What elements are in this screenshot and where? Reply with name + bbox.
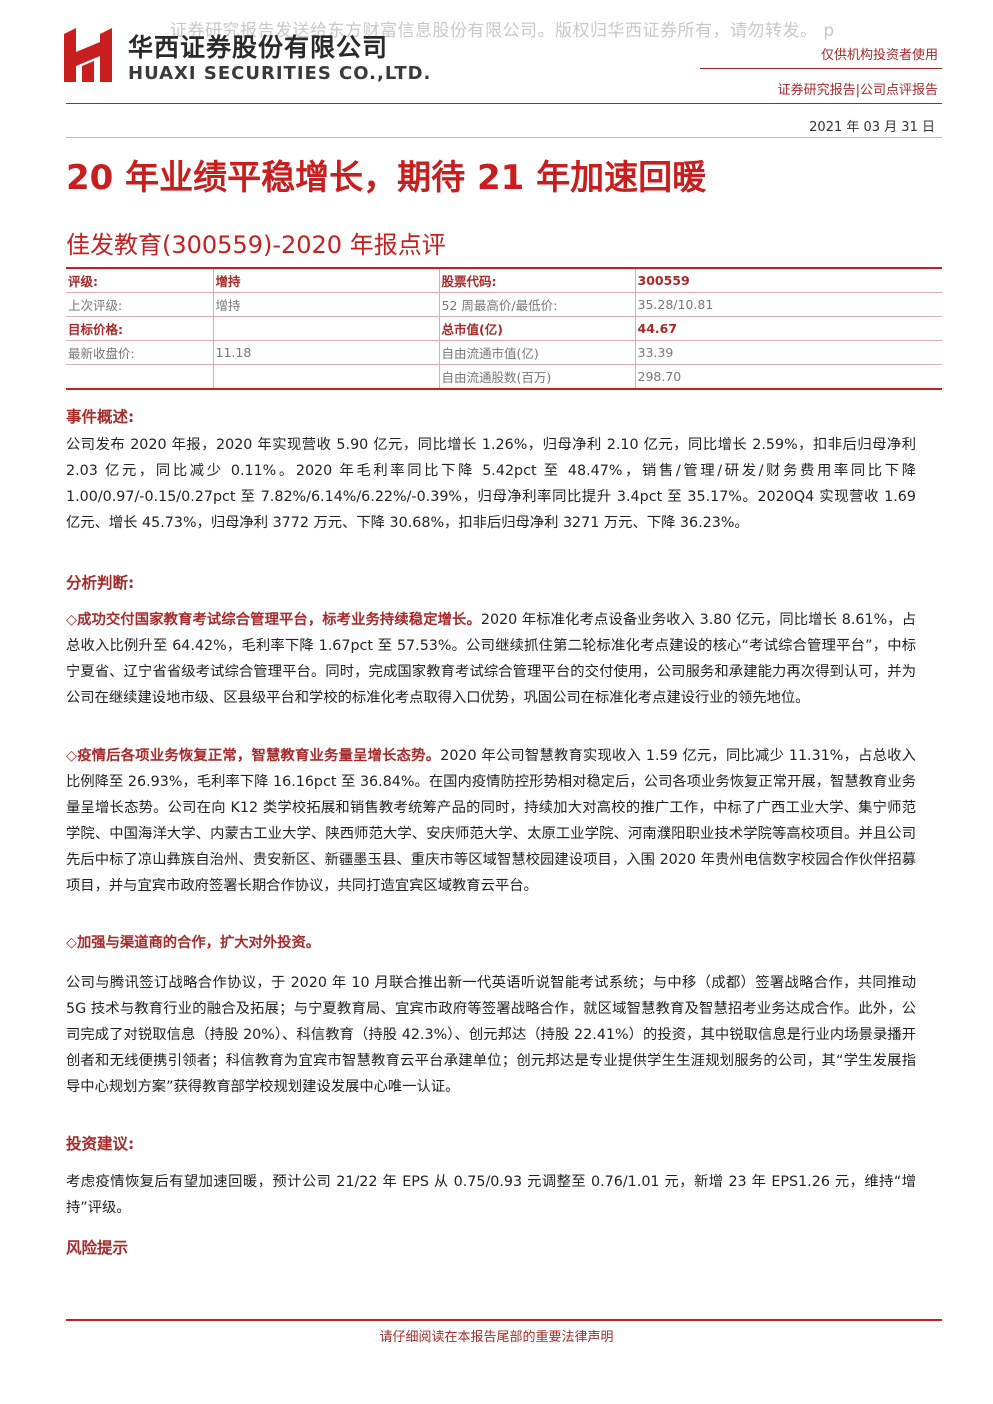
table-cell: 增持 bbox=[212, 292, 439, 317]
table-cell: 300559 bbox=[634, 267, 942, 293]
table-cell: 总市值(亿) bbox=[438, 316, 635, 341]
section-heading-event: 事件概述: bbox=[66, 408, 135, 426]
section-heading-invest: 投资建议: bbox=[66, 1135, 135, 1153]
header-divider bbox=[66, 103, 942, 104]
table-cell: 目标价格: bbox=[66, 316, 213, 341]
table-cell bbox=[212, 316, 439, 341]
table-cell bbox=[66, 364, 213, 390]
date-divider bbox=[66, 137, 942, 138]
table-cell bbox=[212, 364, 439, 390]
analysis-paragraph-1: ◇成功交付国家教育考试综合管理平台，标考业务持续稳定增长。2020 年标准化考点… bbox=[66, 607, 916, 711]
table-cell: 35.28/10.81 bbox=[634, 292, 942, 317]
paragraph-highlight: ◇成功交付国家教育考试综合管理平台，标考业务持续稳定增长。 bbox=[66, 612, 481, 628]
table-cell: 评级: bbox=[66, 267, 213, 293]
brand-name-cn: 华西证券股份有限公司 bbox=[128, 33, 389, 62]
paragraph-highlight: ◇疫情后各项业务恢复正常，智慧教育业务量呈增长态势。 bbox=[66, 748, 441, 764]
page-title: 20 年业绩平稳增长，期待 21 年加速回暖 bbox=[66, 158, 707, 198]
analysis-paragraph-3: 公司与腾讯签订战略合作协议，于 2020 年 10 月联合推出新一代英语听说智能… bbox=[66, 975, 916, 1095]
table-cell: 44.67 bbox=[634, 316, 942, 341]
paragraph-body: 2020 年标准化考点设备业务收入 3.80 亿元，同比增长 8.61%，占总收… bbox=[66, 612, 916, 706]
audience-label: 仅供机构投资者使用 bbox=[820, 48, 938, 63]
footer-divider bbox=[66, 1319, 942, 1321]
event-paragraph: 公司发布 2020 年报，2020 年实现营收 5.90 亿元，同比增长 1.2… bbox=[66, 437, 916, 531]
table-row: 上次评级: 增持 52 周最高价/最低价: 35.28/10.81 bbox=[66, 292, 942, 317]
brand-name-en: HUAXI SECURITIES CO.,LTD. bbox=[128, 63, 432, 84]
table-row: 评级: 增持 股票代码: 300559 bbox=[66, 267, 942, 293]
table-cell: 增持 bbox=[212, 267, 439, 293]
footer-disclaimer: 请仔细阅读在本报告尾部的重要法律声明 bbox=[379, 1330, 614, 1345]
table-cell: 股票代码: bbox=[438, 267, 635, 293]
section-heading-analysis: 分析判断: bbox=[66, 574, 135, 592]
table-row: 目标价格: 总市值(亿) 44.67 bbox=[66, 316, 942, 341]
paragraph-highlight: ◇加强与渠道商的合作，扩大对外投资。 bbox=[66, 935, 321, 951]
header-divider-short bbox=[700, 68, 942, 69]
report-category: 证券研究报告|公司点评报告 bbox=[777, 83, 938, 98]
table-cell: 自由流通市值(亿) bbox=[438, 340, 635, 365]
table-cell: 最新收盘价: bbox=[66, 340, 213, 365]
analysis-paragraph-2: ◇疫情后各项业务恢复正常，智慧教育业务量呈增长态势。2020 年公司智慧教育实现… bbox=[66, 743, 916, 899]
table-cell: 52 周最高价/最低价: bbox=[438, 292, 635, 317]
report-date: 2021 年 03 月 31 日 bbox=[809, 120, 935, 135]
paragraph-body: 2020 年公司智慧教育实现收入 1.59 亿元，同比减少 11.31%，占总收… bbox=[66, 748, 916, 894]
table-row: 最新收盘价: 11.18 自由流通市值(亿) 33.39 bbox=[66, 340, 942, 365]
invest-paragraph: 考虑疫情恢复后有望加速回暖，预计公司 21/22 年 EPS 从 0.75/0.… bbox=[66, 1174, 916, 1216]
analysis-paragraph-3-heading: ◇加强与渠道商的合作，扩大对外投资。 bbox=[66, 930, 916, 956]
huaxi-logo-icon bbox=[62, 26, 114, 84]
table-cell: 自由流通股数(百万) bbox=[438, 364, 635, 390]
watermark: 证券研究报告发送给东方财富信息股份有限公司。版权归华西证券所有，请勿转发。 p bbox=[170, 21, 835, 41]
table-cell: 298.70 bbox=[634, 364, 942, 390]
section-heading-risk: 风险提示 bbox=[66, 1239, 129, 1257]
table-cell: 上次评级: bbox=[66, 292, 213, 317]
table-cell: 11.18 bbox=[212, 340, 439, 365]
stock-info-table: 评级: 增持 股票代码: 300559 上次评级: 增持 52 周最高价/最低价… bbox=[66, 267, 942, 390]
page-subtitle: 佳发教育(300559)-2020 年报点评 bbox=[66, 231, 446, 259]
table-row: 自由流通股数(百万) 298.70 bbox=[66, 364, 942, 390]
table-cell: 33.39 bbox=[634, 340, 942, 365]
